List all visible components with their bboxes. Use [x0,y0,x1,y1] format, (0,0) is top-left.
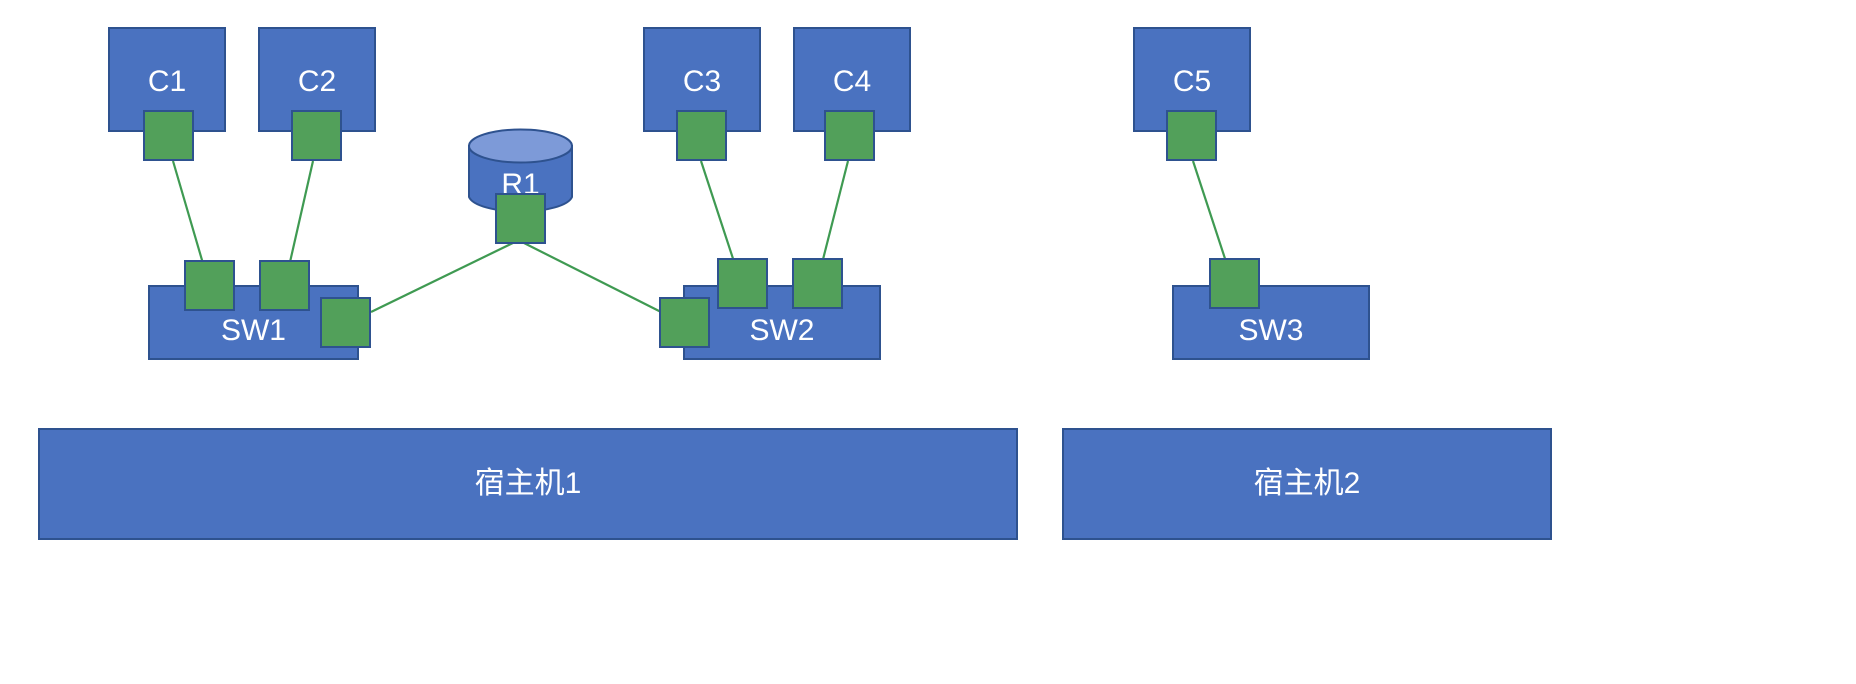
container-label-c3: C3 [682,65,722,98]
nic-c3[interactable] [676,110,727,161]
host-node-1[interactable]: 宿主机1 [38,428,1018,540]
container-label-c4: C4 [832,65,872,98]
host-label-2: 宿主机2 [1253,467,1361,500]
nic-c5[interactable] [1166,110,1217,161]
nic-c1[interactable] [143,110,194,161]
port-sw3-1[interactable] [1209,258,1260,309]
switch-label-sw1: SW1 [220,314,286,347]
container-label-c1: C1 [147,65,187,98]
cylinder-shape [468,128,573,213]
switch-label-sw2: SW2 [749,314,815,347]
port-sw1-2[interactable] [259,260,310,311]
port-sw2-1[interactable] [659,297,710,348]
nic-r1[interactable] [495,193,546,244]
container-label-c2: C2 [297,65,337,98]
link-sw1-r1 [370,239,520,313]
switch-node-sw2[interactable]: SW2 [683,285,881,360]
switch-node-sw3[interactable]: SW3 [1172,285,1370,360]
link-r1-sw2 [521,241,664,314]
port-sw2-3[interactable] [792,258,843,309]
nic-c2[interactable] [291,110,342,161]
port-sw2-2[interactable] [717,258,768,309]
nic-c4[interactable] [824,110,875,161]
host-label-1: 宿主机1 [474,467,582,500]
container-label-c5: C5 [1172,65,1212,98]
port-sw1-3[interactable] [320,297,371,348]
switch-label-sw3: SW3 [1238,314,1304,347]
host-node-2[interactable]: 宿主机2 [1062,428,1552,540]
port-sw1-1[interactable] [184,260,235,311]
